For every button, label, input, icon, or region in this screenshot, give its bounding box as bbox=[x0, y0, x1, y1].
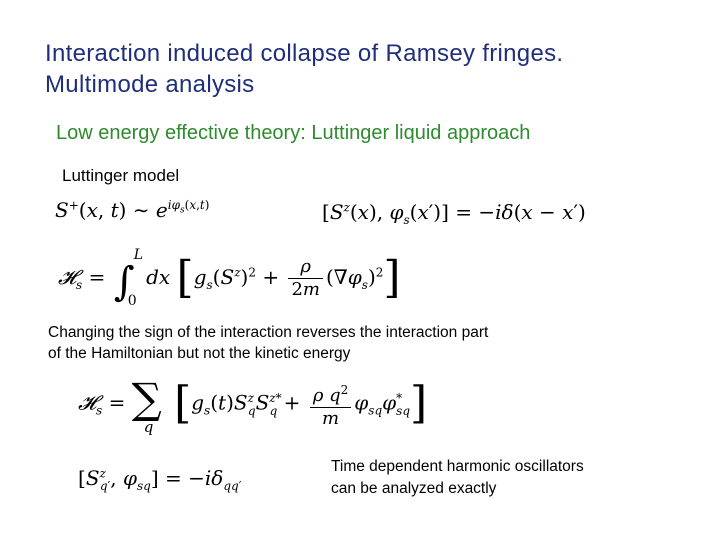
explanation-paragraph: Changing the sign of the interaction rev… bbox=[48, 322, 608, 364]
note-line-2: can be analyzed exactly bbox=[331, 480, 497, 497]
title-line-1: Interaction induced collapse of Ramsey f… bbox=[45, 40, 564, 67]
paragraph-line-1: Changing the sign of the interaction rev… bbox=[48, 324, 489, 341]
note-line-1: Time dependent harmonic oscillators bbox=[331, 458, 584, 475]
slide-subtitle: Low energy effective theory: Luttinger l… bbox=[56, 122, 531, 144]
equation-commutator: [Sz(x), φs(x′)] = −iδ(x − x′) bbox=[322, 200, 586, 227]
oscillator-note: Time dependent harmonic oscillators can … bbox=[331, 456, 651, 500]
equation-commutator-q: [Szq′, φsq] = −iδqq′ bbox=[78, 466, 242, 493]
equation-spin-operator: S+(x, t) ∼ eiφs(x,t) bbox=[55, 198, 210, 222]
title-line-2: Multimode analysis bbox=[45, 71, 255, 98]
paragraph-line-2: of the Hamiltonian but not the kinetic e… bbox=[48, 345, 351, 362]
model-label: Luttinger model bbox=[62, 166, 180, 185]
slide-title: Interaction induced collapse of Ramsey f… bbox=[45, 38, 563, 100]
